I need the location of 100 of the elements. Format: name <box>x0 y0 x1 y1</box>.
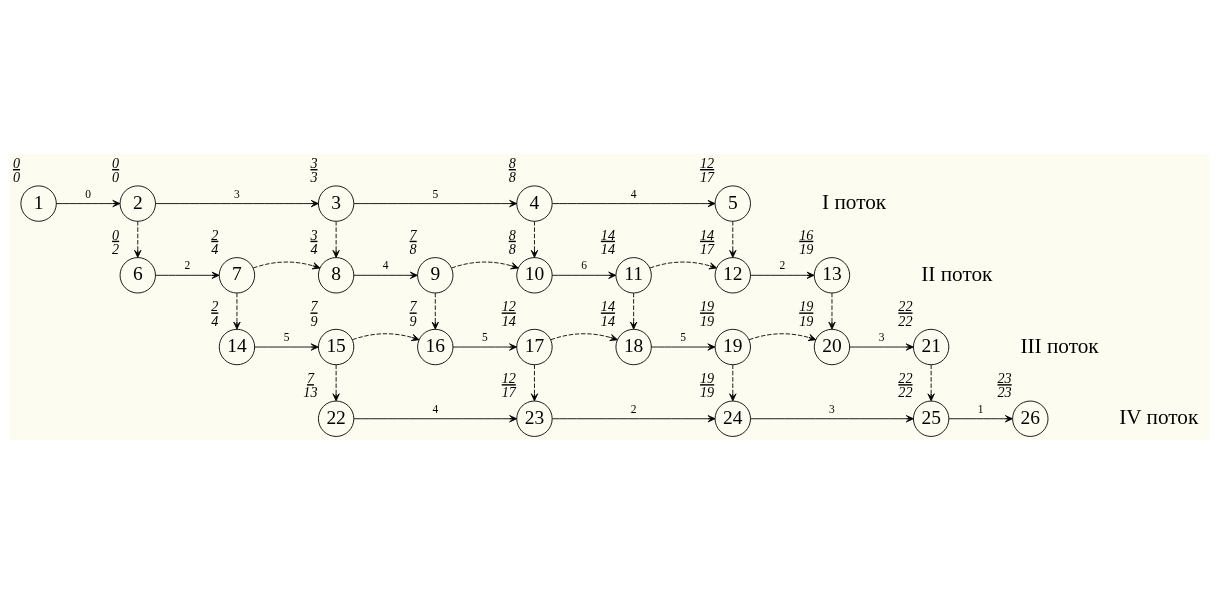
arrow <box>431 292 439 330</box>
node-label: 0 <box>112 154 120 171</box>
edge-label: 3 <box>829 402 835 415</box>
node-label: 12 <box>501 298 516 315</box>
node-label: 22 <box>898 312 913 329</box>
label: I поток <box>822 190 887 215</box>
label: II поток <box>921 261 993 286</box>
node-label: 14 <box>600 298 616 315</box>
arrow <box>155 271 220 279</box>
node-label: 7 <box>310 298 318 315</box>
node-label: 19 <box>799 312 814 329</box>
node-label: 8 <box>409 240 417 257</box>
arrow <box>927 364 935 402</box>
node-circle: 10 <box>516 257 553 294</box>
node-circle: 11 <box>615 257 652 294</box>
node-label: 3 <box>310 169 318 186</box>
arrow <box>155 199 319 208</box>
arrow <box>353 199 518 208</box>
node-label: 19 <box>700 298 715 315</box>
arrow <box>729 220 737 258</box>
node-circle: 13 <box>813 257 851 294</box>
node-label: 17 <box>700 240 715 257</box>
arrow <box>948 415 1013 423</box>
edge-label: 4 <box>432 402 439 415</box>
arrow <box>630 292 638 330</box>
node-label: 19 <box>799 298 814 315</box>
edge-label: 5 <box>432 187 439 200</box>
node-label: 19 <box>700 312 715 329</box>
node-circle: 25 <box>913 400 950 437</box>
node-label: 3 <box>310 154 318 171</box>
node-label: 2 <box>211 226 219 243</box>
node-label: 9 <box>409 312 417 329</box>
node-circle: 7 <box>218 257 256 294</box>
node-circle: 20 <box>813 328 851 366</box>
node-label: 14 <box>600 226 616 243</box>
node-circle: 2 <box>119 185 156 222</box>
node-label: 16 <box>799 226 814 243</box>
arrow <box>551 199 716 208</box>
arrow <box>353 415 518 423</box>
node-circle: 17 <box>516 328 553 366</box>
arrow <box>748 333 817 342</box>
node-circle: 14 <box>218 328 256 366</box>
node-circle: 6 <box>119 257 156 294</box>
node-circle: 1 <box>20 185 57 222</box>
arrow <box>332 364 340 402</box>
node-label: 8 <box>508 154 516 171</box>
node-label: 14 <box>501 312 516 329</box>
node-label: 17 <box>700 169 715 186</box>
arrow <box>353 271 418 279</box>
node-label: 3 <box>310 226 318 243</box>
arrow <box>55 199 121 208</box>
node-circle: 15 <box>317 328 355 366</box>
node-label: 7 <box>306 370 314 387</box>
edge-label: 4 <box>630 187 637 200</box>
arrow <box>233 292 241 330</box>
node-label: 0 <box>12 169 21 186</box>
arrow <box>351 333 420 342</box>
node-label: 12 <box>501 370 516 387</box>
node-circle: 8 <box>317 257 355 294</box>
node-circle: 5 <box>714 185 751 222</box>
arrow <box>551 415 716 423</box>
edge-label: 3 <box>234 187 240 200</box>
node-circle: 26 <box>1012 400 1049 437</box>
node-label: 22 <box>898 298 913 315</box>
edge-label: 5 <box>283 331 290 344</box>
edge-label: 5 <box>680 331 687 344</box>
node-label: 12 <box>700 154 715 171</box>
node-circle: 16 <box>417 328 454 366</box>
node-circle: 22 <box>317 400 355 437</box>
node-label: 14 <box>600 240 616 257</box>
node-label: 8 <box>508 169 516 186</box>
label: IV поток <box>1119 405 1199 430</box>
edge-label: 5 <box>482 331 488 344</box>
node-circle: 12 <box>714 257 751 294</box>
node-label: 0 <box>112 226 120 243</box>
node-label: 4 <box>211 312 219 329</box>
arrow <box>134 220 142 258</box>
arrow <box>551 271 617 279</box>
arrow <box>252 261 321 270</box>
arrow <box>530 364 539 402</box>
node-label: 23 <box>997 384 1012 401</box>
edge-label: 0 <box>85 187 92 200</box>
arrow <box>254 343 319 351</box>
arrow <box>650 343 716 351</box>
edge-label: 6 <box>581 259 587 272</box>
edge-label: 3 <box>878 331 885 344</box>
node-label: 13 <box>303 384 318 401</box>
node-label: 19 <box>700 384 715 401</box>
node-circle: 23 <box>516 400 553 437</box>
arrow <box>828 292 836 330</box>
arrow <box>750 415 914 423</box>
node-label: 22 <box>898 370 913 387</box>
node-label: 0 <box>112 169 120 186</box>
node-circle: 24 <box>714 400 751 437</box>
node-label: 14 <box>600 312 616 329</box>
arrow <box>530 220 539 258</box>
node-label: 2 <box>211 298 219 315</box>
node-label: 9 <box>310 312 318 329</box>
arrow <box>649 261 718 270</box>
node-label: 19 <box>700 370 715 387</box>
